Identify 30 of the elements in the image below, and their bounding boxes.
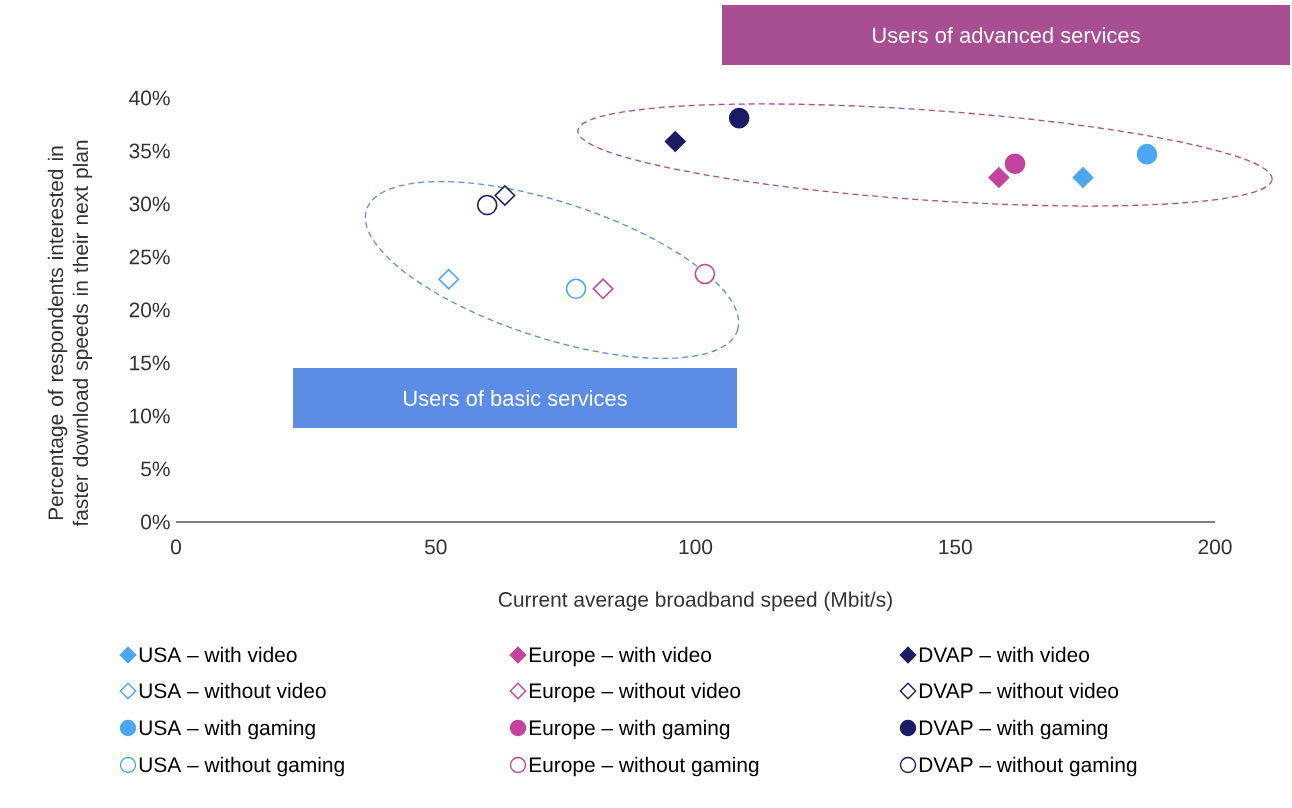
y-axis-title: Percentage of respondents interested in faster download speeds in their next plan xyxy=(47,140,93,527)
legend-label: DVAP – without gaming xyxy=(919,756,1137,777)
y-tick-label: 15% xyxy=(130,355,170,371)
legend-label: USA – with video xyxy=(139,646,297,663)
legend-label: Europe – without video xyxy=(529,682,741,703)
y-tick-label: 20% xyxy=(129,302,170,318)
label-banner: Users of advanced services xyxy=(722,5,1290,65)
y-tick-label: 0% xyxy=(141,514,170,530)
x-tick-label: 100 xyxy=(679,539,713,555)
label-banner: Users of basic services xyxy=(293,368,737,428)
legend-label: Europe – with gaming xyxy=(529,719,730,740)
legend-label: DVAP – with gaming xyxy=(919,719,1108,740)
legend-label: USA – without gaming xyxy=(139,756,344,777)
legend-label: Europe – with video xyxy=(529,646,712,667)
legend-label: Europe – without gaming xyxy=(529,756,759,777)
y-tick-label: 35% xyxy=(129,143,170,159)
x-tick-label: 200 xyxy=(1198,539,1232,555)
x-tick-label: 150 xyxy=(939,539,972,555)
x-axis-title: Current average broadband speed (Mbit/s) xyxy=(498,591,892,612)
x-tick-label: 50 xyxy=(424,539,447,555)
legend-label: DVAP – with video xyxy=(919,646,1089,663)
x-tick-label: 0 xyxy=(171,539,181,555)
legend-label: USA – with gaming xyxy=(139,719,315,740)
legend-label: DVAP – without video xyxy=(919,682,1119,699)
y-tick-label: 10% xyxy=(130,408,170,424)
legend-label: USA – without video xyxy=(139,682,326,699)
y-tick-label: 30% xyxy=(129,196,170,212)
y-tick-label: 25% xyxy=(129,249,170,265)
y-tick-label: 5% xyxy=(141,461,170,477)
y-tick-label: 40% xyxy=(129,90,170,106)
